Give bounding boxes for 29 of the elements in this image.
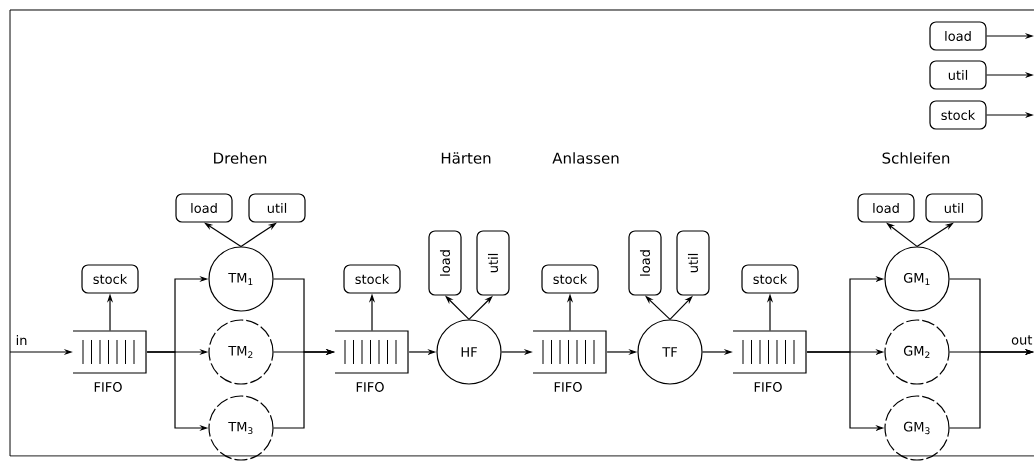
output-box: stock	[741, 264, 799, 294]
queue-label: FIFO	[356, 382, 384, 392]
output-box: util	[925, 193, 983, 223]
queue-symbol	[72, 330, 147, 374]
output-box: util	[476, 230, 510, 296]
queue-label: FIFO	[94, 382, 122, 392]
stage-title: Härten	[441, 152, 491, 164]
output-box: stock	[343, 264, 401, 294]
output-box: stock	[929, 100, 987, 130]
output-box: load	[628, 230, 662, 296]
stage-title: Anlassen	[552, 152, 619, 164]
queue-label: FIFO	[554, 382, 582, 392]
output-box: stock	[81, 264, 139, 294]
output-box: load	[175, 193, 233, 223]
queue-symbol	[732, 330, 807, 374]
output-box: load	[428, 230, 462, 296]
output-box: load	[857, 193, 915, 223]
stage-title: Drehen	[214, 152, 267, 164]
output-box: stock	[541, 264, 599, 294]
edge-label: out	[1011, 335, 1033, 345]
edge-label: in	[16, 335, 27, 345]
queue-label: FIFO	[754, 382, 782, 392]
output-box: util	[676, 230, 710, 296]
queue-symbol	[334, 330, 409, 374]
output-box: load	[929, 21, 987, 51]
queue-symbol	[532, 330, 607, 374]
output-box: util	[248, 193, 306, 223]
stage-title: Schleifen	[882, 152, 950, 164]
output-box: util	[929, 60, 987, 90]
